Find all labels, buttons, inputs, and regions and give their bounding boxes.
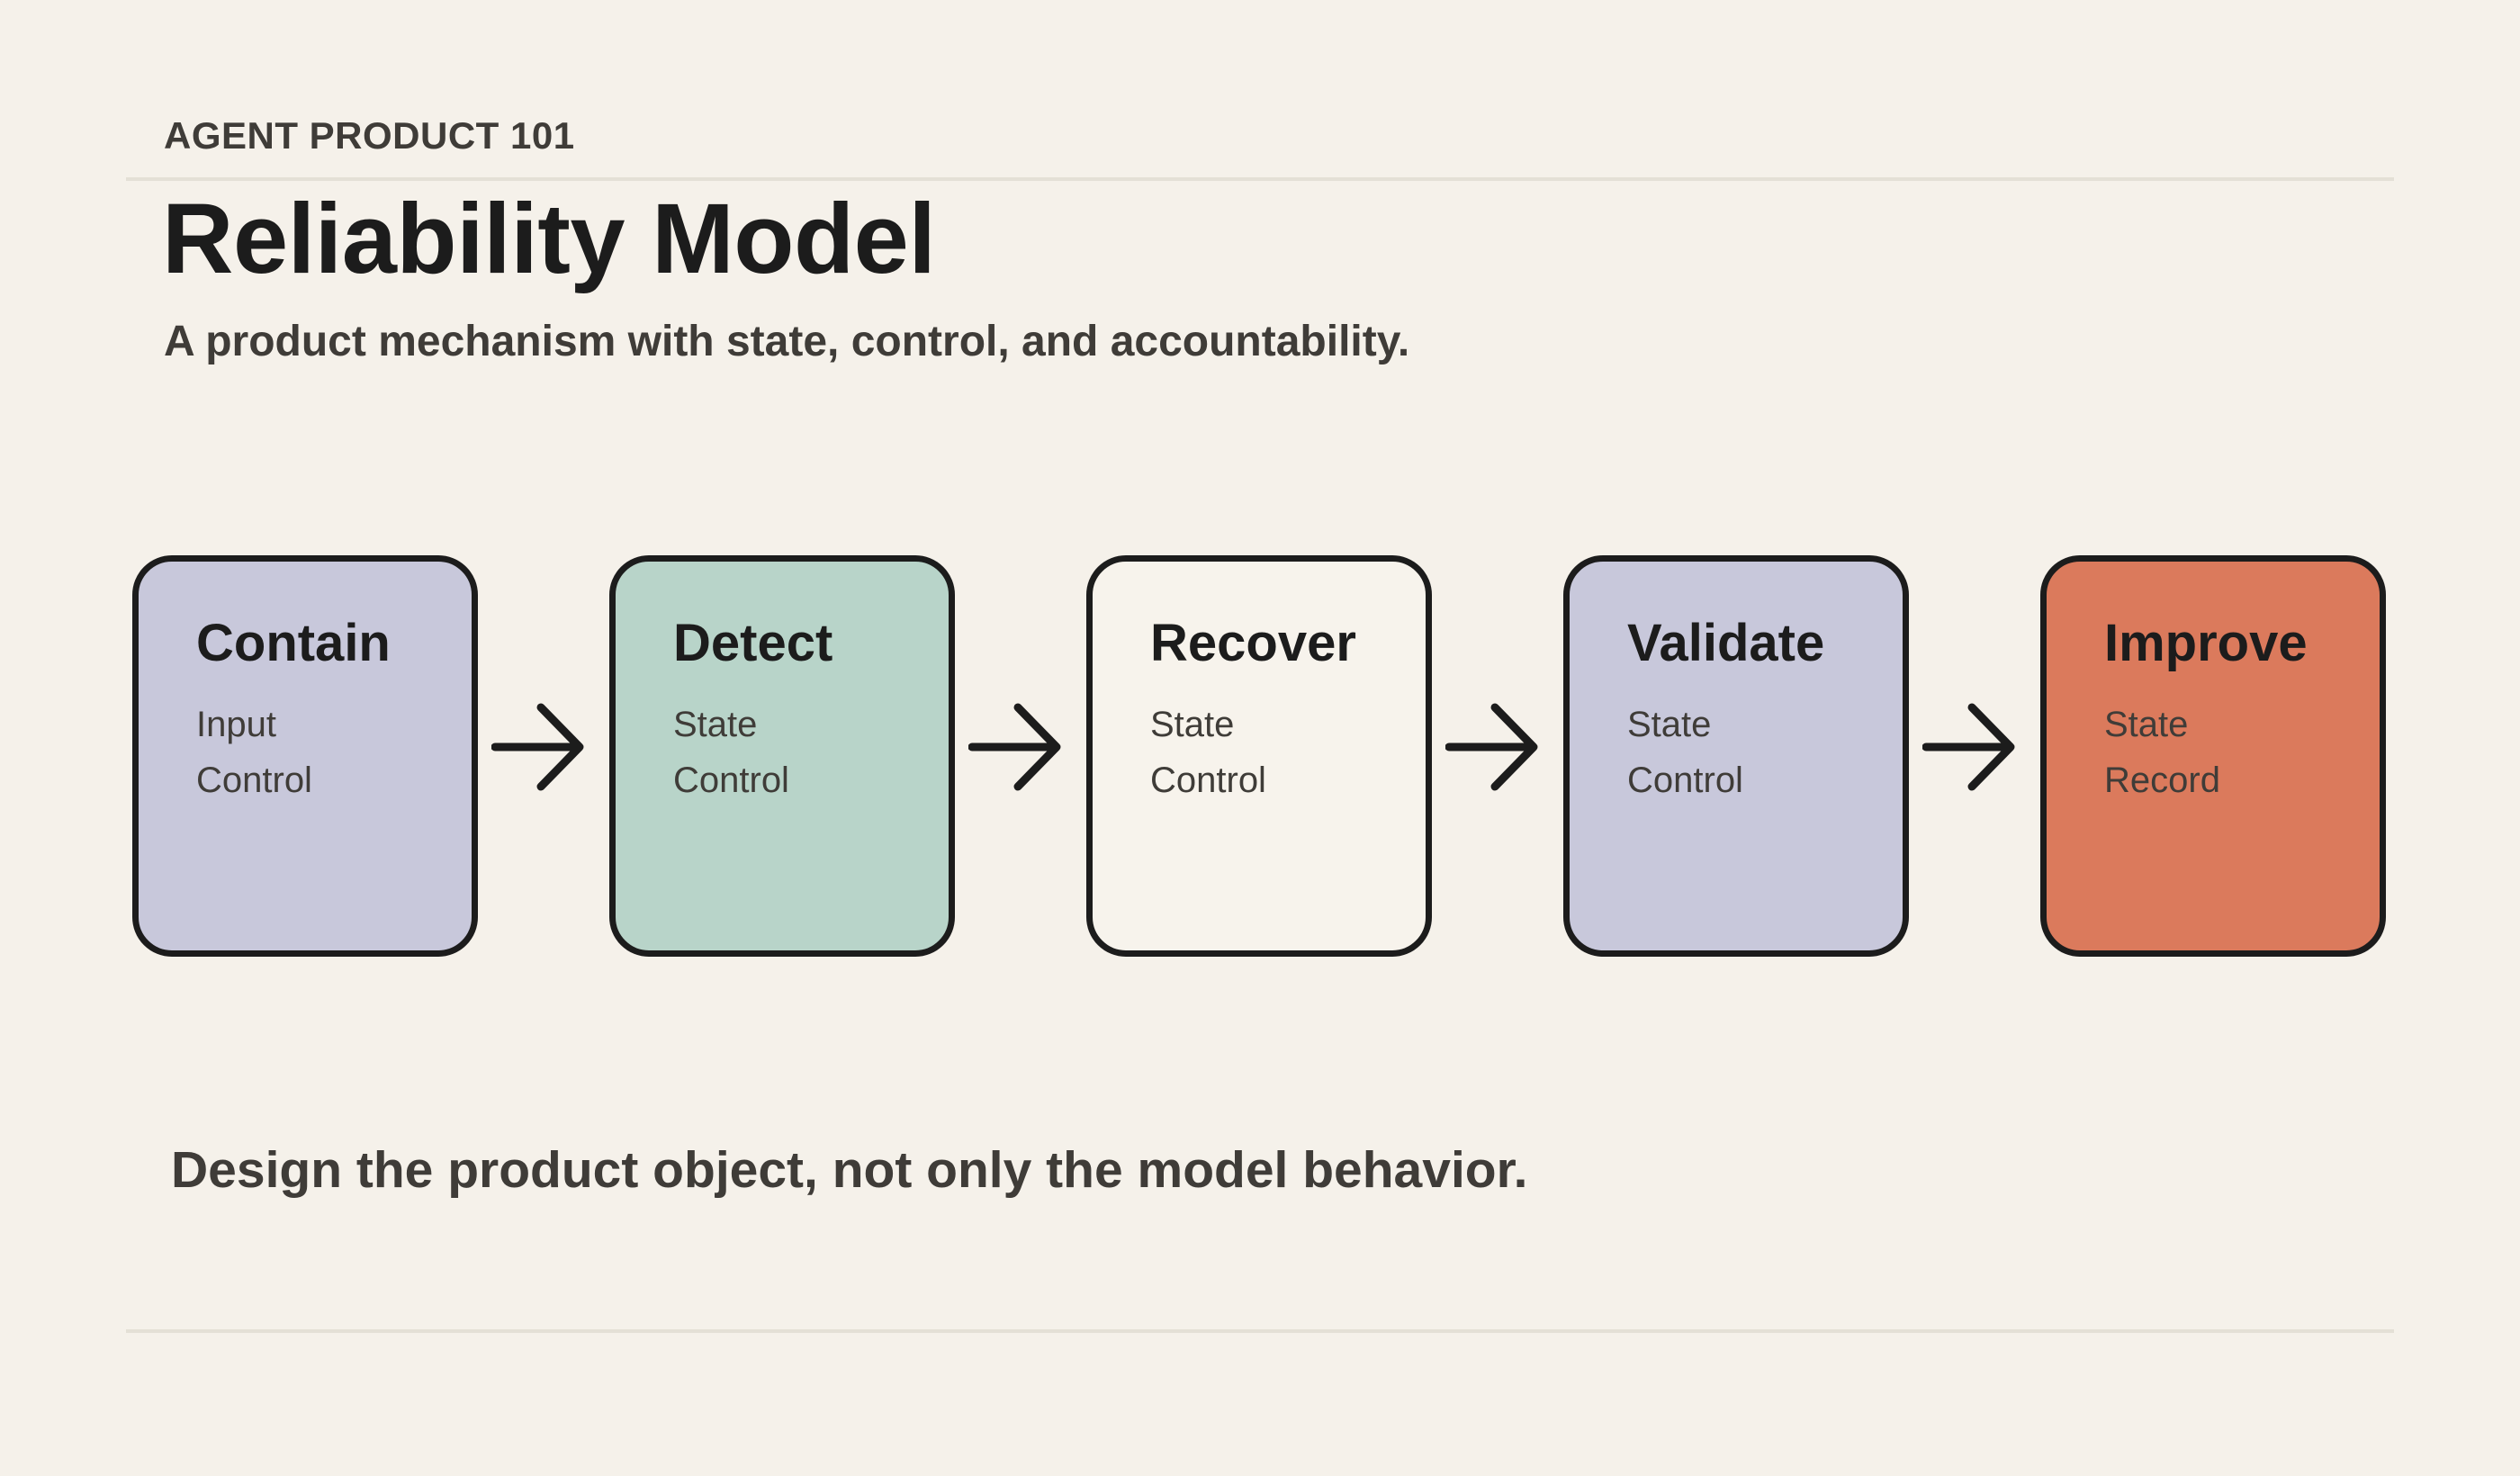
stage-details: State Control	[673, 697, 949, 808]
stage-details: State Record	[2104, 697, 2380, 808]
eyebrow-label: AGENT PRODUCT 101	[164, 114, 575, 157]
stage-detail-line: Control	[1627, 760, 1743, 800]
stage-details: State Control	[1150, 697, 1426, 808]
stage-details: Input Control	[196, 697, 472, 808]
stage-detail-line: State	[2104, 705, 2189, 744]
arrow-right-icon	[1445, 703, 1538, 791]
stage-box-contain: Contain Input Control	[132, 555, 478, 957]
arrow-right-icon	[968, 703, 1061, 791]
stage-detail-line: Control	[196, 760, 312, 800]
top-divider	[126, 177, 2394, 181]
stage-title: Improve	[2104, 614, 2308, 672]
stage-detail-line: State	[1150, 705, 1235, 744]
stage-box-improve: Improve State Record	[2040, 555, 2386, 957]
stage-box-detect: Detect State Control	[609, 555, 955, 957]
stage-title: Recover	[1150, 614, 1356, 672]
stage-detail-line: Record	[2104, 760, 2220, 800]
stage-title: Detect	[673, 614, 833, 672]
stage-detail-line: Control	[1150, 760, 1266, 800]
bottom-divider	[126, 1329, 2394, 1333]
stage-detail-line: State	[1627, 705, 1712, 744]
stage-detail-line: Input	[196, 705, 276, 744]
stage-detail-line: Control	[673, 760, 789, 800]
stage-title: Contain	[196, 614, 391, 672]
stage-title: Validate	[1627, 614, 1825, 672]
page-title: Reliability Model	[162, 184, 936, 294]
stage-box-validate: Validate State Control	[1563, 555, 1909, 957]
stage-box-recover: Recover State Control	[1086, 555, 1432, 957]
arrow-right-icon	[491, 703, 584, 791]
arrow-right-icon	[1922, 703, 2015, 791]
takeaway-text: Design the product object, not only the …	[171, 1141, 1528, 1199]
stage-details: State Control	[1627, 697, 1903, 808]
page-subtitle: A product mechanism with state, control,…	[164, 318, 1410, 365]
stage-detail-line: State	[673, 705, 758, 744]
